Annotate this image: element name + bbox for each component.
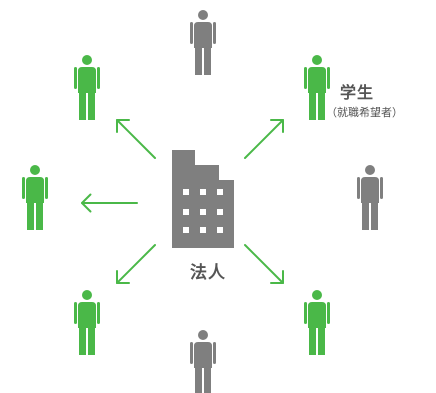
person-upper-left-icon [74,55,100,120]
arrow-upper-left-icon [116,119,156,159]
person-upper-right-icon [304,55,330,120]
company-label: 法人 [190,263,226,283]
student-sublabel: （就職希望者） [326,106,403,119]
person-top-icon [190,10,216,75]
person-lower-right-icon [304,290,330,355]
student-label: 学生 [340,83,375,102]
building-icon [172,150,234,248]
arrow-lower-left-icon [116,244,156,284]
person-left-icon [22,165,48,230]
person-bottom-icon [190,330,216,393]
person-right-icon [357,165,383,230]
person-lower-left-icon [74,290,100,355]
arrow-lower-right-icon [244,244,284,284]
arrow-upper-right-icon [244,119,284,159]
arrow-left-icon [81,193,138,213]
